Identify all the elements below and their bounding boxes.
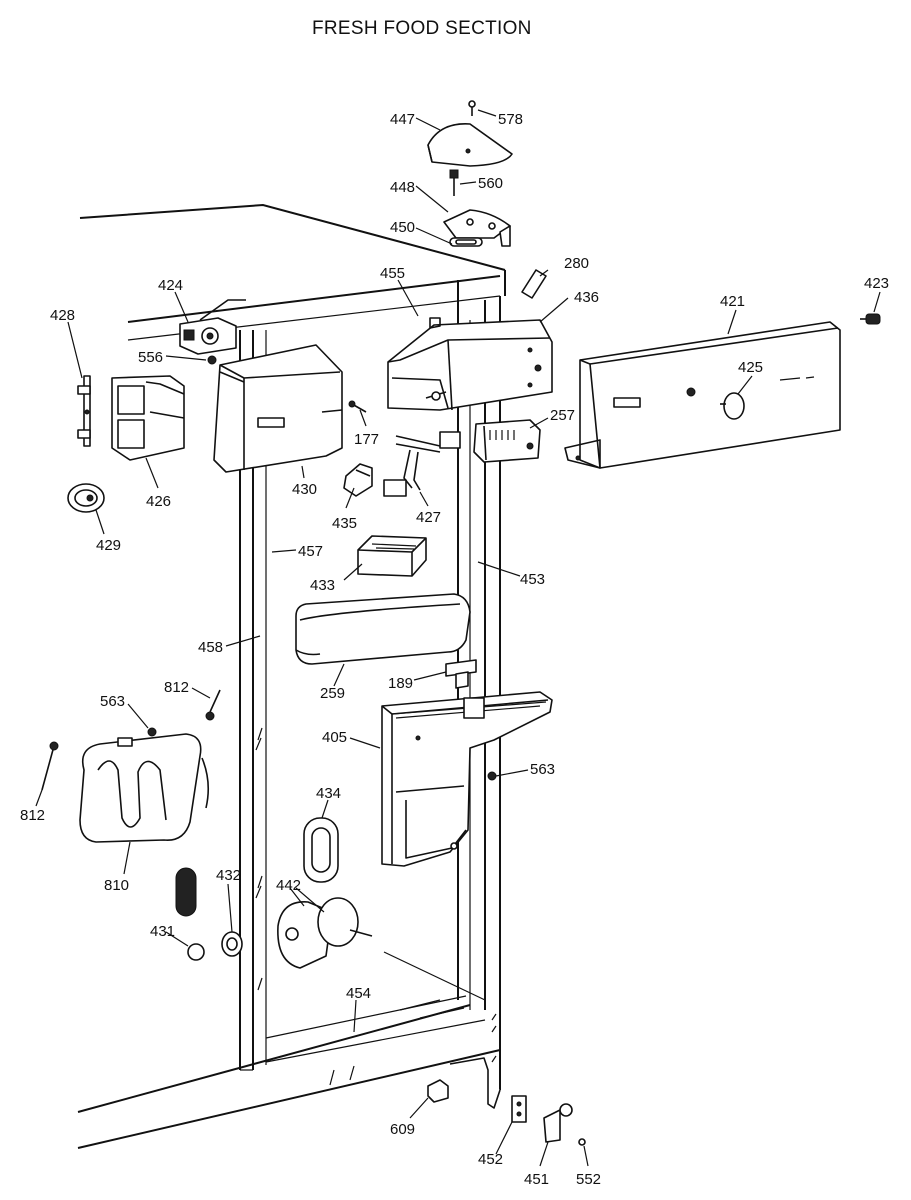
label-434: 434 (316, 785, 341, 802)
label-609: 609 (390, 1121, 415, 1138)
part-423-fastener (860, 313, 881, 325)
label-578: 578 (498, 111, 523, 128)
label-189: 189 (388, 675, 413, 692)
label-432: 432 (216, 867, 241, 884)
label-431: 431 (150, 923, 175, 940)
label-810: 810 (104, 877, 129, 894)
label-556: 556 (138, 349, 163, 366)
part-451-hinge (543, 1103, 573, 1143)
label-436: 436 (574, 289, 599, 306)
label-454: 454 (346, 985, 371, 1002)
label-427: 427 (416, 509, 441, 526)
part-432-sleeve (221, 931, 243, 957)
label-448: 448 (390, 179, 415, 196)
part-425-knob (720, 392, 745, 420)
label-455: 455 (380, 265, 405, 282)
part-812-wire-a (205, 689, 221, 721)
label-812-a: 812 (164, 679, 189, 696)
label-425: 425 (738, 359, 763, 376)
label-405: 405 (322, 729, 347, 746)
part-812-wire-b (41, 741, 59, 791)
part-259-cover (295, 593, 471, 665)
label-442: 442 (276, 877, 301, 894)
part-563-screw-b (487, 771, 497, 781)
part-430-duct (213, 344, 343, 473)
label-451: 451 (524, 1171, 549, 1188)
part-280-tube (521, 269, 547, 299)
label-457: 457 (298, 543, 323, 560)
part-450-clip (449, 237, 483, 247)
label-428: 428 (50, 307, 75, 324)
label-430: 430 (292, 481, 317, 498)
part-431-plug (175, 867, 205, 961)
label-421: 421 (720, 293, 745, 310)
part-560-screw (449, 169, 459, 196)
label-429: 429 (96, 537, 121, 554)
part-447-cover (427, 123, 513, 167)
part-434-grommet (303, 817, 339, 883)
label-552: 552 (576, 1171, 601, 1188)
label-426: 426 (146, 493, 171, 510)
part-189-fitting (445, 659, 477, 689)
label-177: 177 (354, 431, 379, 448)
label-280: 280 (564, 255, 589, 272)
label-812-b: 812 (20, 807, 45, 824)
part-452-plate (511, 1095, 527, 1123)
label-423: 423 (864, 275, 889, 292)
part-442-damper (277, 897, 373, 969)
part-bottom-bracket (449, 1057, 501, 1109)
part-421-panel (564, 321, 841, 469)
label-563-b: 563 (530, 761, 555, 778)
label-435: 435 (332, 515, 357, 532)
part-448-bracket (443, 209, 511, 247)
label-560: 560 (478, 175, 503, 192)
part-257-timer (473, 419, 541, 463)
part-552-screw (578, 1138, 586, 1146)
part-426-baffle (111, 375, 185, 461)
label-452: 452 (478, 1151, 503, 1168)
part-433-fan (357, 535, 427, 577)
label-447: 447 (390, 111, 415, 128)
label-458: 458 (198, 639, 223, 656)
part-810-heater (79, 733, 210, 843)
label-563-a: 563 (100, 693, 125, 710)
leader-lines (35, 109, 881, 1167)
part-436-housing (387, 317, 553, 411)
part-428-rail (77, 375, 91, 447)
part-429-coil (67, 483, 105, 513)
label-259: 259 (320, 685, 345, 702)
part-609-bumper (427, 1079, 449, 1103)
part-454-crisper-cover (399, 999, 465, 1019)
part-578-screw (468, 100, 476, 116)
part-405-duct (381, 691, 553, 867)
part-177-screw (348, 400, 367, 413)
label-257: 257 (550, 407, 575, 424)
part-556-screw (207, 355, 217, 365)
part-424-switch (179, 299, 246, 355)
part-435-connector (343, 463, 373, 497)
label-424: 424 (158, 277, 183, 294)
label-433: 433 (310, 577, 335, 594)
label-453: 453 (520, 571, 545, 588)
diagram-title: FRESH FOOD SECTION (312, 18, 532, 39)
part-563-screw-a (147, 727, 157, 737)
part-427-harness (383, 431, 461, 497)
callout-labels: 447 578 448 560 450 280 455 436 421 423 … (20, 111, 889, 1188)
label-450: 450 (390, 219, 415, 236)
